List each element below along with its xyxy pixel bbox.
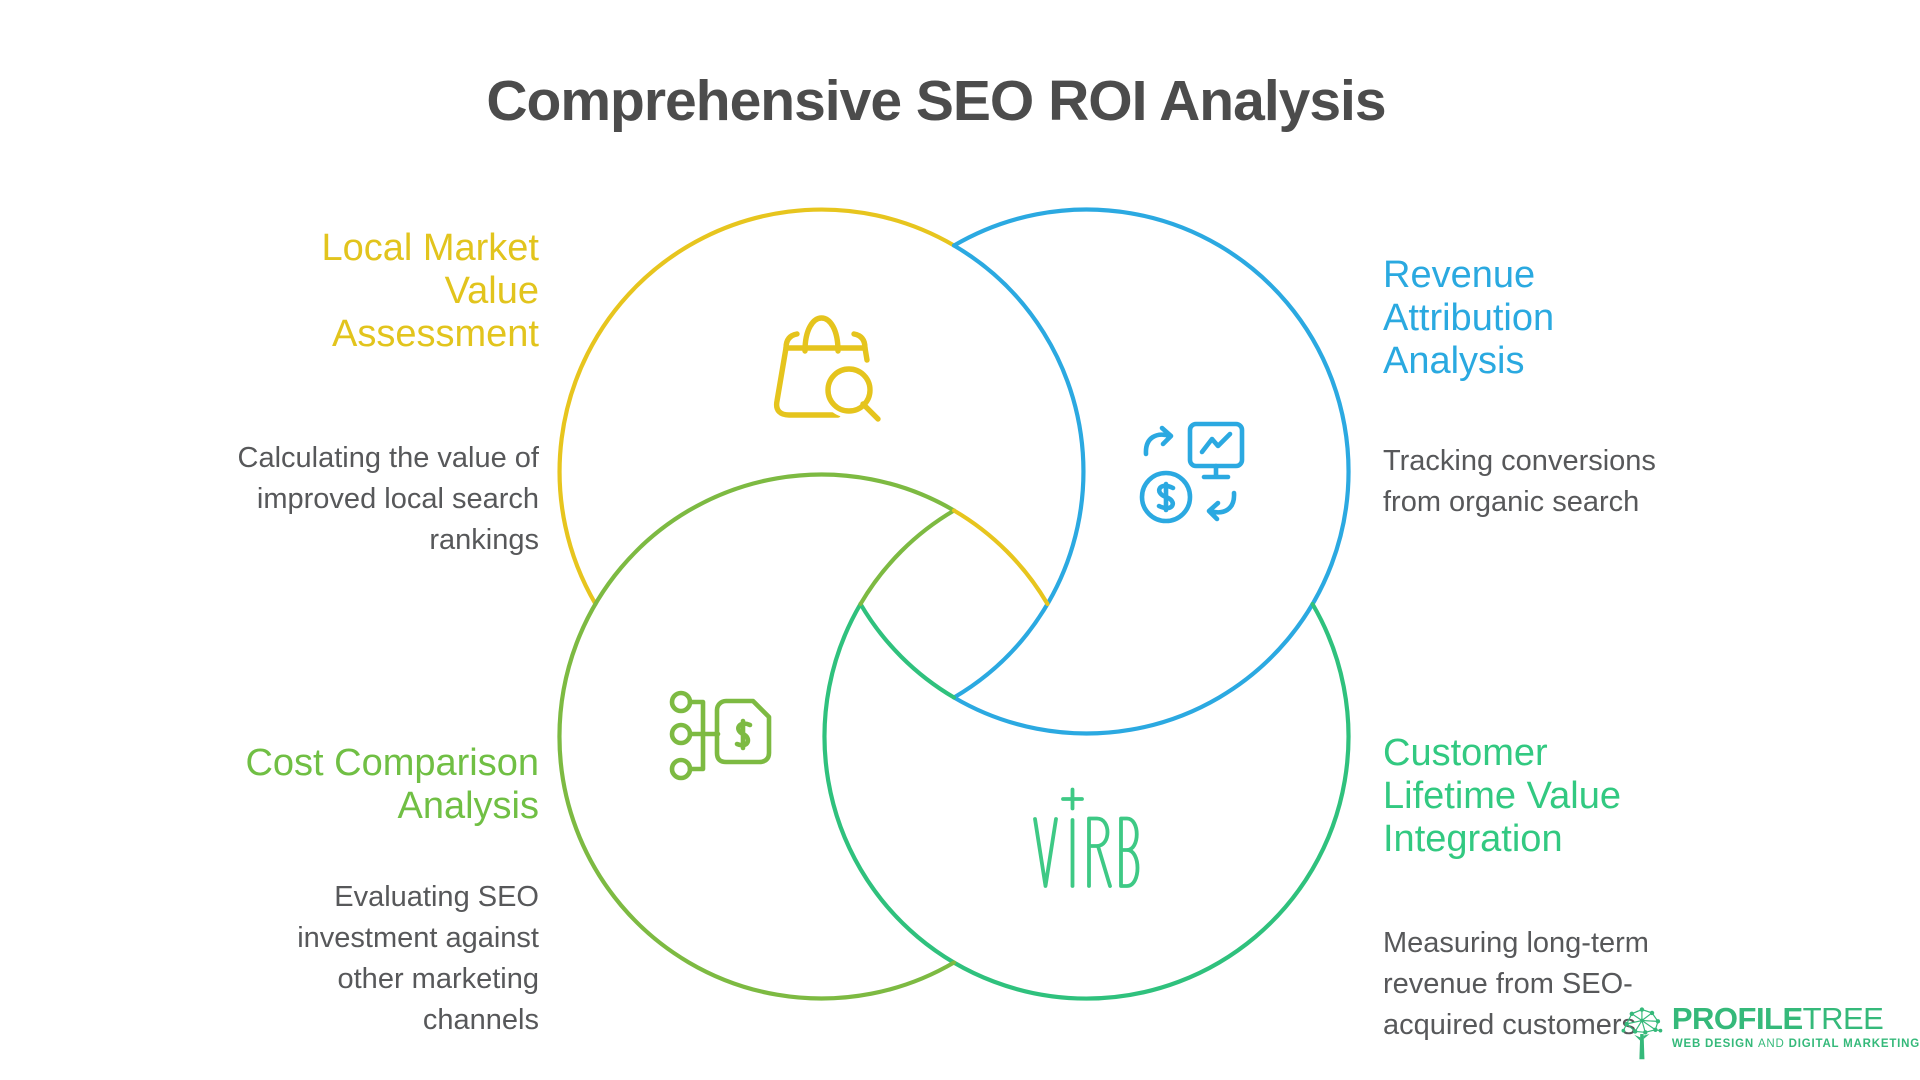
page-title: Comprehensive SEO ROI Analysis xyxy=(486,69,1386,134)
profiletree-logo: PROFILETREE WEB DESIGN AND DIGITAL MARKE… xyxy=(1620,1002,1920,1072)
blue-circle-arc xyxy=(951,207,1351,736)
section-desc-customer-ltv: Measuring long-term revenue from SEO- ac… xyxy=(1383,927,1649,1041)
section-customer-ltv: Customer Lifetime Value Integration Meas… xyxy=(1383,714,1813,1064)
tagline-lead: WEB DESIGN xyxy=(1671,1038,1758,1050)
brand-tagline: WEB DESIGN AND DIGITAL MARKETING xyxy=(1672,1038,1920,1050)
virb-logo xyxy=(1033,787,1140,888)
blue-swoosh-arc xyxy=(951,243,1086,700)
interlocking-circles xyxy=(557,207,1351,1001)
section-revenue-attribution: Revenue Attribution Analysis Tracking co… xyxy=(1383,236,1813,541)
profiletree-tree-icon xyxy=(1621,1007,1663,1060)
section-desc-local-market: Calculating the value of improved local … xyxy=(237,442,539,556)
olive-circle-arc xyxy=(557,472,957,1001)
emerald-circle-arc xyxy=(822,601,1351,1001)
section-local-market: Local Market Value Assessment Calculatin… xyxy=(109,209,539,579)
olive-blade-arc xyxy=(858,508,957,607)
dollar-chart-exchange-icon xyxy=(1139,421,1245,524)
emerald-blade-arc xyxy=(858,601,957,700)
section-heading-local-market: Local Market Value Assessment xyxy=(321,227,539,355)
brand-name-secondary: TREE xyxy=(1802,1001,1884,1036)
allocation-price-tag-icon xyxy=(669,690,772,781)
yellow-blade-arc xyxy=(951,508,1050,607)
section-desc-revenue-attribution: Tracking conversions from organic search xyxy=(1383,445,1656,518)
section-desc-cost-comparison: Evaluating SEO investment against other … xyxy=(297,881,539,1036)
yellow-circle-arc xyxy=(557,207,957,607)
section-cost-comparison: Cost Comparison Analysis Evaluating SEO … xyxy=(109,724,539,1059)
shopping-bag-search-icon xyxy=(773,315,885,426)
section-heading-revenue-attribution: Revenue Attribution Analysis xyxy=(1383,254,1555,382)
section-heading-cost-comparison: Cost Comparison Analysis xyxy=(245,742,539,827)
brand-name-primary: PROFILE xyxy=(1671,1001,1803,1036)
tagline-tail: DIGITAL MARKETING xyxy=(1784,1038,1920,1050)
profiletree-wordmark: PROFILETREE WEB DESIGN AND DIGITAL MARKE… xyxy=(1671,1001,1920,1051)
section-heading-customer-ltv: Customer Lifetime Value Integration xyxy=(1383,732,1621,860)
tagline-mid: AND xyxy=(1757,1038,1785,1050)
